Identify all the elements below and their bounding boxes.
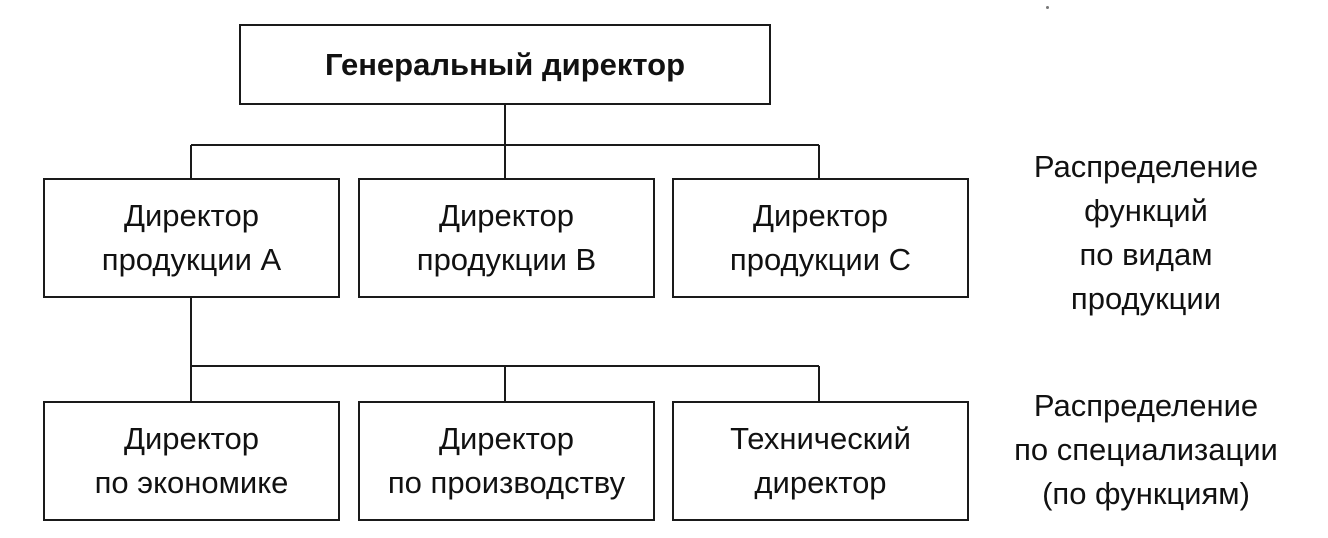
node-director-production: Директор по производству: [358, 401, 655, 521]
label-product-distribution: Распределение функций по видам продукции: [1033, 149, 1259, 316]
node-technical-director: Технический директор: [672, 401, 969, 521]
node-director-product-a: Директор продукции A: [43, 178, 340, 298]
label-functional-distribution: Распределение по специализации (по функц…: [1014, 388, 1278, 511]
node-director-economics: Директор по экономике: [43, 401, 340, 521]
node-director-product-b: Директор продукции B: [358, 178, 655, 298]
node-general-director: Генеральный директор: [239, 24, 771, 105]
speck-dot: [1046, 6, 1049, 9]
node-director-product-c: Директор продукции C: [672, 178, 969, 298]
